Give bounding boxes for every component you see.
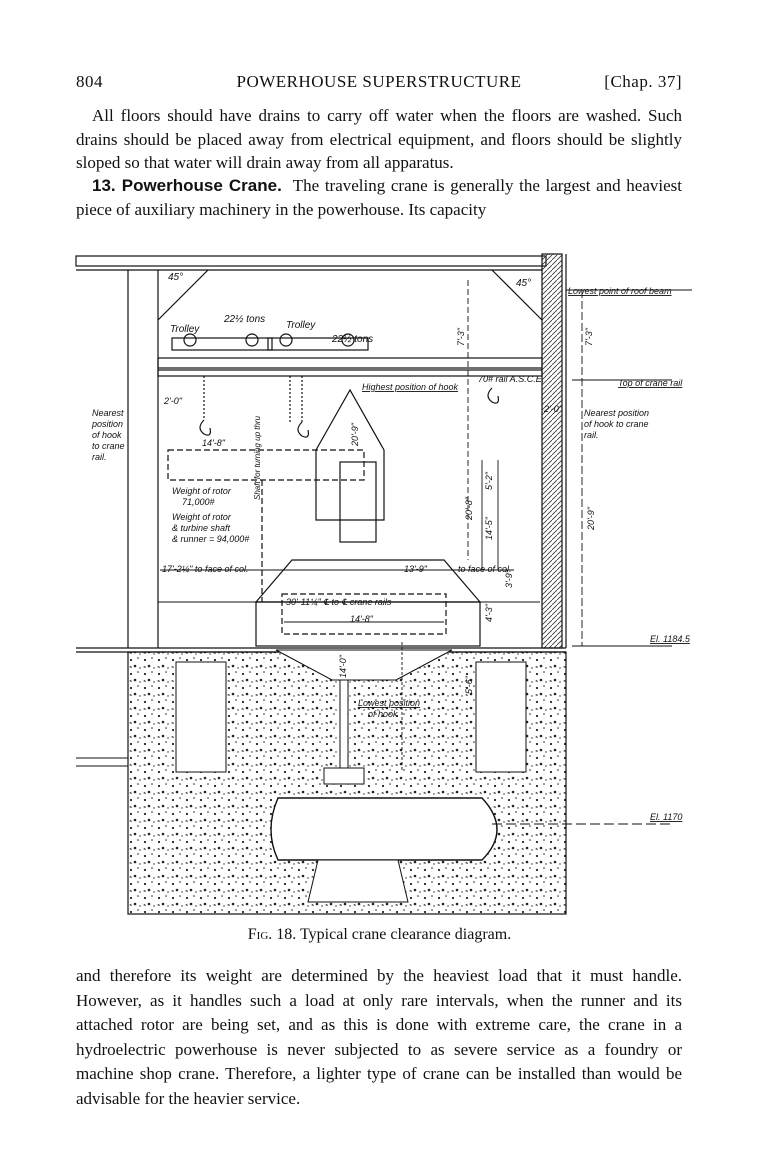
top-crane-rail-label: Top of crane rail (618, 378, 683, 388)
trolley-right-capacity: 22½ tons (331, 334, 373, 345)
trolley-left-capacity: 22½ tons (223, 314, 265, 325)
running-title: POWERHOUSE SUPERSTRUCTURE (236, 72, 522, 91)
nearest-right-2: of hook to crane (584, 419, 649, 429)
dim-14-0: 14'-0" (338, 654, 348, 678)
rotor-runner-2: & turbine shaft (172, 523, 231, 533)
dim-7-3-right: 7'-3" (584, 327, 594, 346)
dim-17-label: 17'-2¼" to face of col. (162, 564, 248, 574)
dim-30-label: 30'-11¼" ℄ to ℄ crane rails (286, 597, 392, 607)
rail-label: 70# rail A.S.C.E. (478, 374, 544, 384)
substructure (76, 649, 567, 915)
crane-clearance-diagram: 45° 45° Trolley 22½ tons Trolley 22½ ton… (75, 253, 692, 915)
dim-14-8-bottom: 14'-8" (350, 614, 374, 624)
figure-labels: 45° 45° Trolley 22½ tons Trolley 22½ ton… (91, 272, 691, 822)
dim-14-8-top: 14'-8" (202, 438, 226, 448)
section-heading: 13. Powerhouse Crane. (92, 176, 282, 195)
dim-to-face-label: to face of col. (458, 564, 512, 574)
figure-caption-label: Fig. 18. (247, 926, 297, 943)
dim-14-5: 14'-5" (484, 516, 494, 540)
lowest-roof-beam-label: Lowest point of roof beam (568, 286, 672, 296)
rotor-weight-1: Weight of rotor (172, 486, 232, 496)
dim-4-3: 4'-3" (484, 603, 494, 622)
angle-left-label: 45° (168, 272, 183, 283)
lowest-hook-2: of hook (368, 709, 398, 719)
nearest-left-4: to crane (92, 441, 125, 451)
dim-2-0-left: 2'-0" (163, 396, 183, 406)
figure-caption-text: Typical crane clearance diagram. (300, 926, 512, 943)
paragraph-text: The traveling crane is generally the lar… (76, 176, 682, 219)
nearest-left-1: Nearest (92, 408, 124, 418)
elevation-upper: El. 1184.5 (650, 634, 691, 644)
page-header: 804 POWERHOUSE SUPERSTRUCTURE [Chap. 37] (76, 72, 682, 96)
nearest-right-3: rail. (584, 430, 599, 440)
page-number: 804 (76, 72, 103, 91)
paragraph-crane-service: and therefore its weight are determined … (76, 966, 682, 1108)
highest-hook-label: Highest position of hook (362, 382, 459, 392)
dim-5-6: 5'-6" (464, 675, 474, 694)
elevation-lower: El. 1170 (650, 812, 682, 822)
trolley-left-label: Trolley (170, 324, 200, 335)
lowest-hook-1: Lowest position (358, 698, 420, 708)
trolley-right-label: Trolley (286, 320, 316, 331)
dim-13-9-label: 13'-9" (404, 564, 428, 574)
rotor-weight-2: 71,000# (182, 497, 216, 507)
dim-5-2: 5'-2" (484, 471, 494, 490)
rotor-runner-1: Weight of rotor (172, 512, 232, 522)
paragraph-powerhouse-crane: 13. Powerhouse Crane. The traveling cran… (76, 174, 682, 221)
dim-20-8: 20'-8" (464, 496, 474, 521)
dim-7-3-top: 7'-3" (456, 327, 466, 346)
shaft-label: Shaft for turning up thru (253, 415, 262, 500)
nearest-left-3: of hook (92, 430, 122, 440)
nearest-right-1: Nearest position (584, 408, 649, 418)
nearest-left-5: rail. (92, 452, 107, 462)
dim-20-9-left: 20'-9" (350, 422, 360, 447)
paragraph-floors-drains: All floors should have drains to carry o… (76, 106, 682, 172)
dim-2-0-right: 2'-0" (543, 404, 563, 414)
dim-3-9: 3'-9" (504, 569, 514, 588)
nearest-left-2: position (91, 419, 123, 429)
dim-20-9-right: 20'-9" (586, 506, 596, 531)
angle-right-label: 45° (516, 278, 531, 289)
chapter-label: [Chap. 37] (604, 72, 682, 91)
dimension-lines (158, 280, 692, 825)
rotor-runner-3: & runner = 94,000# (172, 534, 250, 544)
figure-caption: Fig. 18. Typical crane clearance diagram… (0, 926, 759, 944)
building-frame (75, 253, 567, 653)
